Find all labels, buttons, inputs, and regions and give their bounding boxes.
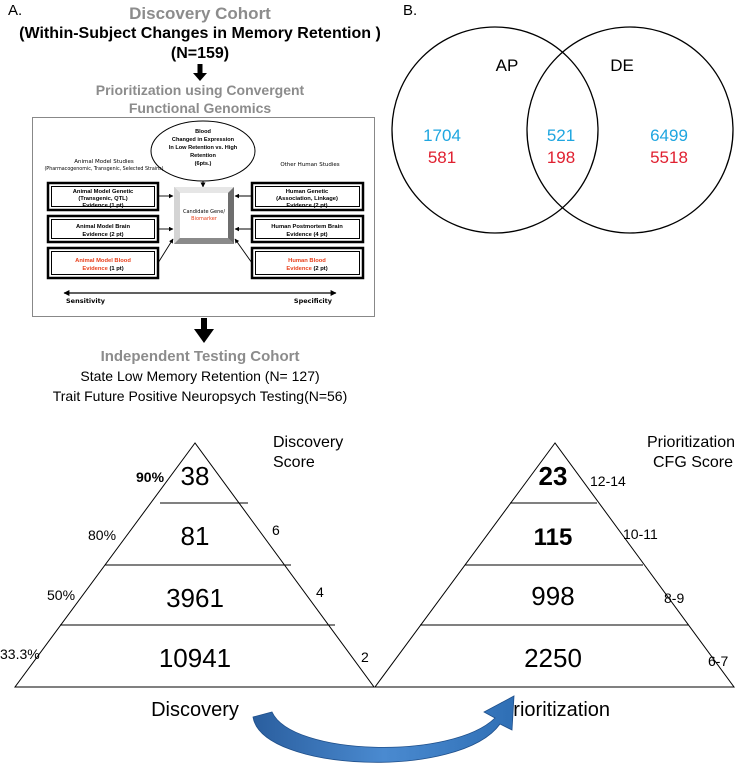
candidate-text-1: Candidate Gene/ [183, 209, 225, 215]
human-blood-text-2: Evidence [286, 266, 312, 272]
human-blood-box: Human Blood Evidence (2 pt) [250, 246, 365, 280]
discovery-label: Discovery [151, 699, 239, 721]
animal-brain-text-2: Evidence (2 pt) [82, 232, 123, 238]
discovery-percent-3: 50% [47, 587, 75, 603]
venn-ap-only-top: 1704 [423, 126, 461, 145]
discovery-percent-2: 80% [88, 527, 116, 543]
animal-genetic-text-2: (Transgenic, QTL) [78, 196, 127, 202]
human-genetic-text-1: Human Genetic [286, 189, 329, 195]
blood-text-3: In Low Retention vs. High [169, 145, 238, 151]
prioritization-score-header-1: Prioritization [647, 434, 735, 451]
prioritization-score-header-2: CFG Score [653, 454, 733, 471]
blood-text-4: Retention [190, 153, 216, 159]
venn-label-de: DE [610, 56, 634, 75]
testing-state-line: State Low Memory Retention (N= 127) [80, 368, 320, 384]
sensitivity-label: Sensitivity [66, 297, 106, 305]
animal-blood-text-2: Evidence [82, 266, 108, 272]
panel-b-label: B. [403, 2, 418, 19]
prioritization-level-2: 115 [534, 524, 573, 551]
prioritization-range-3: 8-9 [664, 590, 684, 606]
human-brain-text-2: Evidence (4 pt) [286, 232, 327, 238]
big-down-arrow-icon [194, 318, 214, 343]
discovery-pyramid [14, 442, 375, 688]
venn-circle-de [526, 26, 734, 234]
specificity-label: Specificity [294, 297, 333, 305]
prioritization-range-4: 6-7 [708, 653, 728, 669]
blood-text-5: (6pts.) [195, 161, 212, 167]
human-genetic-text-3: Evidence (2 pt) [286, 203, 327, 209]
venn-de-only-bottom: 5518 [650, 148, 688, 167]
discovery-score-3: 2 [361, 649, 369, 665]
animal-header: Animal Model Studies [74, 159, 134, 165]
svg-text:Evidence (1 pt): Evidence (1 pt) [82, 266, 123, 272]
venn-diagram: AP DE 1704 581 521 198 6499 5518 [391, 26, 734, 234]
down-arrow-icon [193, 64, 207, 81]
discovery-cohort-n: (N=159) [170, 45, 230, 62]
venn-circle-ap [391, 26, 599, 234]
discovery-score-2: 4 [316, 584, 324, 600]
panel-a-label: A. [8, 2, 23, 19]
cfg-diagram: Blood Changed in Expression In Low Reten… [32, 117, 375, 317]
human-brain-box: Human Postmortem Brain Evidence (4 pt) [250, 214, 365, 244]
venn-overlap-bottom: 198 [547, 148, 575, 167]
discovery-cohort-title: Discovery Cohort [129, 4, 271, 23]
venn-ap-only-bottom: 581 [428, 148, 456, 167]
animal-blood-pts: (1 pt) [108, 266, 124, 272]
human-blood-text-1: Human Blood [288, 258, 326, 264]
prioritization-level-1: 23 [539, 461, 568, 491]
prioritization-level-4: 2250 [524, 643, 582, 673]
discovery-score-1: 6 [272, 522, 280, 538]
prioritization-pyramid [374, 442, 735, 688]
animal-brain-text-1: Animal Model Brain [76, 224, 131, 230]
prioritization-label: Prioritization [500, 699, 610, 721]
prioritization-title-line1: Prioritization using Convergent [95, 82, 305, 98]
human-blood-pts: (2 pt) [312, 266, 328, 272]
blood-text-2: Changed in Expression [172, 137, 235, 143]
prioritization-range-2: 10-11 [623, 526, 658, 542]
animal-genetic-text-3: Evidence (1 pt) [82, 203, 123, 209]
discovery-percent-1: 90% [136, 469, 165, 485]
prioritization-range-1: 12-14 [590, 473, 626, 489]
animal-subheader: (Pharmacogenomic, Transgenic, Selected S… [44, 166, 163, 172]
candidate-gene-box: Candidate Gene/ Biomarker [174, 187, 234, 244]
svg-text:Evidence (2 pt): Evidence (2 pt) [286, 266, 327, 272]
venn-overlap-top: 521 [547, 126, 575, 145]
animal-genetic-box: Animal Model Genetic (Transgenic, QTL) E… [46, 181, 160, 212]
prioritization-title-line2: Functional Genomics [128, 100, 272, 116]
testing-trait-line: Trait Future Positive Neuropsych Testing… [52, 388, 348, 404]
human-genetic-box: Human Genetic (Association, Linkage) Evi… [250, 181, 365, 212]
curved-arrow-icon [252, 695, 515, 763]
discovery-level-4: 10941 [159, 643, 231, 673]
discovery-score-header-2: Score [273, 454, 315, 471]
human-header: Other Human Studies [280, 162, 339, 168]
venn-de-only-top: 6499 [650, 126, 688, 145]
testing-cohort-title: Independent Testing Cohort [100, 348, 300, 365]
blood-text-1: Blood [195, 129, 211, 135]
venn-label-ap: AP [496, 56, 519, 75]
candidate-text-2: Biomarker [191, 216, 218, 222]
discovery-level-3: 3961 [166, 583, 224, 613]
discovery-level-1: 38 [181, 461, 210, 491]
prioritization-level-3: 998 [531, 581, 574, 611]
human-brain-text-1: Human Postmortem Brain [271, 224, 343, 230]
human-genetic-text-2: (Association, Linkage) [276, 196, 338, 202]
discovery-score-header-1: Discovery [273, 434, 343, 451]
discovery-percent-4: 33.3% [0, 646, 40, 662]
discovery-cohort-subtitle: (Within-Subject Changes in Memory Retent… [19, 25, 381, 42]
discovery-level-2: 81 [181, 521, 210, 551]
animal-genetic-text-1: Animal Model Genetic [73, 189, 134, 195]
animal-blood-text-1: Animal Model Blood [75, 258, 131, 264]
